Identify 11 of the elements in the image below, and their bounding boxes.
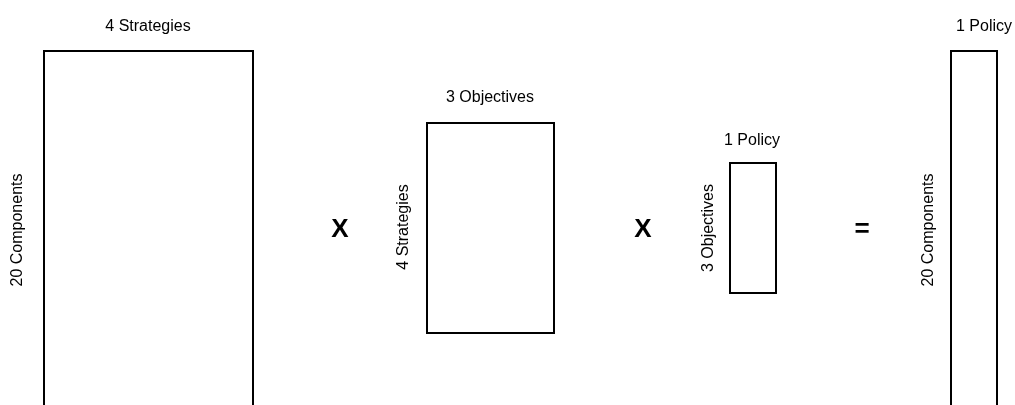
column-label: 1 Policy xyxy=(724,131,780,149)
operator-symbol: X xyxy=(331,212,349,244)
row-label: 20 Components xyxy=(8,173,26,287)
operator-symbol: X xyxy=(634,212,652,244)
row-label: 20 Components xyxy=(919,173,937,287)
row-label: 4 Strategies xyxy=(394,184,412,270)
column-label: 1 Policy xyxy=(956,17,1012,35)
operator-symbol: = xyxy=(854,212,870,244)
column-label: 3 Objectives xyxy=(446,88,534,106)
column-label: 4 Strategies xyxy=(105,17,191,35)
row-label: 3 Objectives xyxy=(699,184,717,272)
